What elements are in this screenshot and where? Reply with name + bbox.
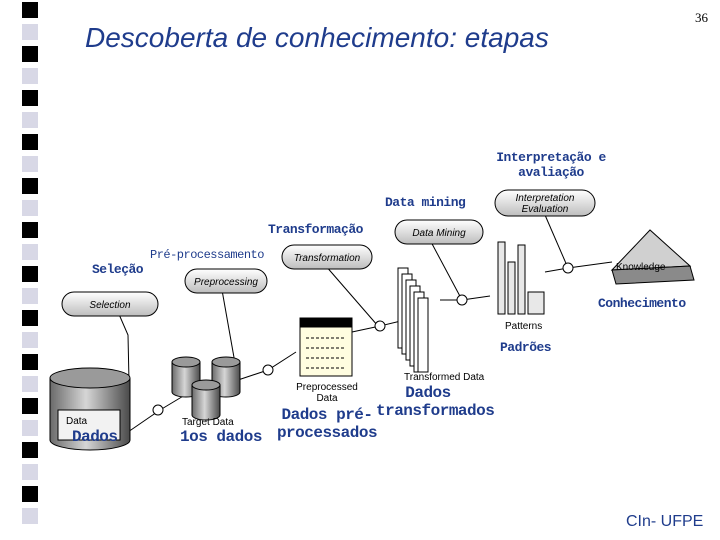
decorative-square-strip	[0, 0, 40, 540]
transformed-data-sheets	[397, 267, 429, 373]
decorative-square	[22, 310, 38, 326]
decorative-square	[22, 376, 38, 392]
data-cylinder	[49, 367, 131, 451]
transformed-figure-text: Transformed Data	[404, 372, 485, 383]
label-transformacao: Transformação	[268, 222, 363, 237]
decorative-square	[22, 420, 38, 436]
decorative-square	[22, 222, 38, 238]
label-data-mining: Data mining	[385, 195, 466, 210]
step-node-transformation	[374, 320, 386, 332]
knowledge-pyramid	[610, 229, 695, 285]
decorative-square	[22, 112, 38, 128]
decorative-square	[22, 46, 38, 62]
decorative-square	[22, 288, 38, 304]
transformation-pill-text: Transformation	[294, 253, 361, 264]
label-dados: Dados	[72, 428, 118, 446]
page-number: 36	[695, 10, 708, 25]
target-data-figure-text: Target Data	[182, 417, 234, 428]
pointer-interpretation	[544, 214, 569, 269]
pointer-transformation	[324, 264, 379, 327]
decorative-square	[22, 354, 38, 370]
label-interpretacao: Interpretação e avaliação	[496, 150, 606, 180]
interpretation-pill-text-2: Evaluation	[522, 204, 569, 215]
decorative-square	[22, 24, 38, 40]
preprocessing-pill-text: Preprocessing	[194, 277, 258, 288]
decorative-square	[22, 464, 38, 480]
decorative-square	[22, 200, 38, 216]
decorative-square	[22, 442, 38, 458]
preprocessed-figure-text-1: Preprocessed	[296, 382, 358, 393]
transformation-pill	[281, 244, 373, 270]
patterns-bars	[497, 241, 545, 315]
decorative-square	[22, 332, 38, 348]
pointer-data-mining	[429, 239, 463, 301]
decorative-square	[22, 134, 38, 150]
preprocessing-pill	[184, 268, 268, 294]
decorative-square	[22, 2, 38, 18]
footer-institution: CIn- UFPE	[626, 513, 704, 530]
decorative-square	[22, 398, 38, 414]
decorative-square	[22, 178, 38, 194]
preprocessed-data-sheet	[299, 317, 353, 377]
data-mining-pill	[394, 219, 484, 245]
label-conhecimento: Conhecimento	[598, 296, 686, 311]
decorative-square	[22, 68, 38, 84]
preprocessed-figure-text-2: Data	[316, 393, 338, 404]
interpretation-pill	[494, 189, 596, 217]
selection-pill	[61, 291, 159, 317]
target-data-cylinders	[171, 356, 241, 421]
label-selecao: Seleção	[92, 262, 144, 277]
knowledge-figure-text: Knowledge	[616, 262, 666, 273]
step-node-interpretation	[562, 262, 574, 274]
decorative-square	[22, 486, 38, 502]
step-node-selection	[152, 404, 164, 416]
step-node-data-mining	[456, 294, 468, 306]
interpretation-pill-text-1: Interpretation	[516, 193, 575, 204]
slide-title: Descoberta de conhecimento: etapas	[85, 22, 549, 53]
decorative-square	[22, 90, 38, 106]
label-dados-transformados: Dados transformados	[376, 384, 495, 420]
decorative-square	[22, 266, 38, 282]
step-pills	[61, 189, 596, 317]
label-alvo-dados: 1os dados	[180, 428, 262, 446]
label-preprocessamento: Pré-processamento	[150, 248, 264, 262]
data-figure-text: Data	[66, 416, 88, 427]
patterns-figure-text: Patterns	[505, 321, 542, 332]
label-dados-preprocessados: Dados pré-processados	[276, 406, 378, 442]
arrow-patterns-to-knowledge	[544, 261, 613, 273]
selection-pill-text: Selection	[89, 300, 131, 311]
decorative-square	[22, 508, 38, 524]
decorative-square	[22, 244, 38, 260]
decorative-square	[22, 156, 38, 172]
process-arrows	[117, 214, 613, 433]
data-mining-pill-text: Data Mining	[412, 228, 466, 239]
label-padroes: Padrões	[500, 340, 552, 355]
step-node-preprocessing	[262, 364, 274, 376]
